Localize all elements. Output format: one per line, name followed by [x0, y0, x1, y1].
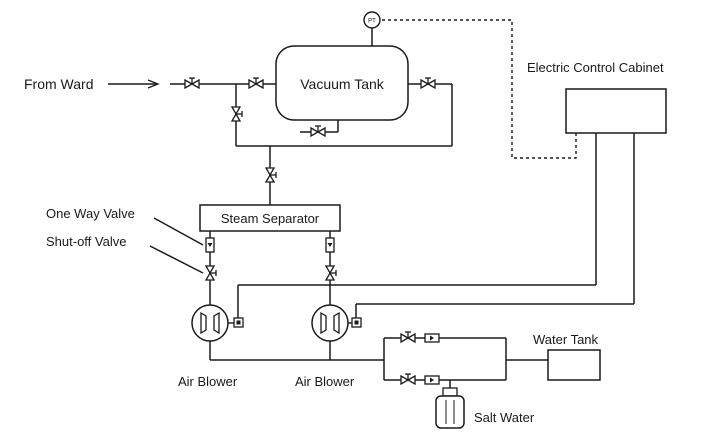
inflow-arrow: [108, 79, 160, 89]
shutoff-valve-bypass: [231, 106, 243, 122]
shutoff-valve-tank-inlet: [248, 77, 264, 89]
shutoff-valve-label: Shut-off Valve: [46, 234, 126, 249]
air-blower-1: [191, 304, 244, 342]
vacuum-tank-label: Vacuum Tank: [300, 76, 385, 92]
pt-label: PT: [368, 19, 376, 25]
electric-control-cabinet: [565, 88, 667, 134]
air-blower-2: [311, 304, 362, 342]
one-way-valve-blower-1: [205, 237, 215, 253]
salt-water-container: [435, 387, 465, 429]
steam-separator: Steam Separator: [199, 204, 341, 232]
shutoff-valve-blower-1: [205, 265, 217, 281]
shutoff-valve-blower-2: [325, 265, 337, 281]
electric-control-cabinet-label: Electric Control Cabinet: [527, 60, 664, 75]
steam-separator-label: Steam Separator: [221, 211, 320, 226]
pressure-transmitter: PT: [363, 11, 381, 29]
shutoff-valve-outlet-lower: [400, 373, 416, 385]
one-way-valve-outlet-upper: [424, 333, 440, 343]
shutoff-valve-inlet: [184, 77, 200, 89]
vacuum-tank: Vacuum Tank: [275, 45, 409, 121]
water-tank: [547, 349, 601, 381]
shutoff-valve-outlet-upper: [400, 331, 416, 343]
air-blower-1-label: Air Blower: [178, 374, 238, 389]
one-way-valve-outlet-lower: [424, 375, 440, 385]
from-ward-label: From Ward: [24, 76, 93, 92]
one-way-valve-label: One Way Valve: [46, 206, 135, 221]
air-blower-2-label: Air Blower: [295, 374, 355, 389]
water-tank-label: Water Tank: [533, 332, 599, 347]
shutoff-valve-separator-inlet: [265, 167, 277, 183]
shutoff-valve-tank-drain: [310, 125, 326, 137]
salt-water-label: Salt Water: [474, 410, 535, 425]
shutoff-valve-tank-outlet: [420, 77, 436, 89]
one-way-valve-blower-2: [325, 237, 335, 253]
